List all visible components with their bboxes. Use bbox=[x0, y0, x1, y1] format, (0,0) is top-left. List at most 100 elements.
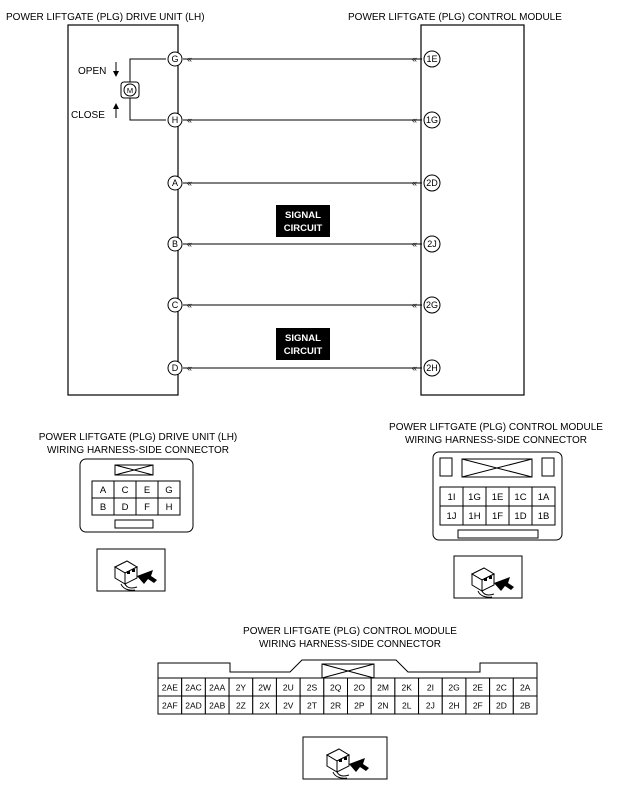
connector-pin-label: 2AC bbox=[185, 683, 202, 693]
wire-left-pin-label: G bbox=[171, 54, 178, 64]
connector-pin-label: 2U bbox=[283, 683, 294, 693]
wire-right-pin-label: 2H bbox=[426, 363, 438, 373]
wire-terminal-left: H bbox=[167, 112, 183, 128]
connector-pin-label: 2G bbox=[448, 683, 459, 693]
connector-pin-cell: 2K bbox=[394, 677, 420, 697]
connector-pin-cell: 2L bbox=[394, 695, 420, 715]
connector-pin-label: 2I bbox=[427, 683, 434, 693]
wire-left-pin-label: H bbox=[172, 115, 179, 125]
module-connector2-title-line2: WIRING HARNESS-SIDE CONNECTOR bbox=[259, 639, 441, 650]
signal-circuit-badge: SIGNAL CIRCUIT bbox=[276, 328, 330, 360]
connector-pin-cell: 1J bbox=[439, 505, 464, 526]
connector-pin-label: H bbox=[166, 502, 173, 513]
connector-pin-cell: 1E bbox=[485, 486, 510, 507]
connector-pin-cell: 2N bbox=[370, 695, 396, 715]
module-connector2-title-line1: POWER LIFTGATE (PLG) CONTROL MODULE bbox=[243, 626, 457, 637]
connector-pin-cell: 2G bbox=[441, 677, 467, 697]
wire-terminal-right: 2J bbox=[423, 235, 441, 253]
connector-pin-cell: 2W bbox=[252, 677, 277, 697]
connector-pin-label: 1C bbox=[514, 492, 526, 503]
connector-pin-label: 2AE bbox=[162, 683, 178, 693]
drive-unit-title: POWER LIFTGATE (PLG) DRIVE UNIT (LH) bbox=[6, 12, 205, 23]
connector-pin-cell: 2AF bbox=[157, 695, 183, 715]
connector-chevron-icon: « bbox=[187, 178, 192, 188]
wire-right-pin-label: 2G bbox=[426, 300, 438, 310]
connector-pin-cell: 2F bbox=[465, 695, 491, 715]
wire-terminal-right: 2G bbox=[423, 296, 441, 314]
wire-terminal-right: 2D bbox=[423, 174, 441, 192]
wire-right-pin-label: 2D bbox=[426, 178, 438, 188]
connector-pin-cell: C bbox=[113, 480, 137, 499]
connector-chevron-icon: « bbox=[187, 115, 192, 125]
connector-chevron-icon: « bbox=[412, 300, 417, 310]
connector-pin-cell: 1H bbox=[462, 505, 487, 526]
connector-pin-cell: 2I bbox=[418, 677, 443, 697]
close-arrow-icon bbox=[113, 103, 119, 118]
connector-pin-label: 2B bbox=[520, 701, 531, 711]
connector-pin-cell: 2AA bbox=[204, 677, 230, 697]
motor-icon: M bbox=[120, 81, 140, 99]
connector-pin-cell: 2J bbox=[418, 695, 443, 715]
connector-pin-label: 1E bbox=[492, 492, 504, 503]
connector-pin-cell: 2C bbox=[489, 677, 514, 697]
connector-pin-cell: 2AB bbox=[204, 695, 230, 715]
svg-text:M: M bbox=[127, 86, 133, 95]
connector-pin-label: 2F bbox=[473, 701, 483, 711]
connector-pin-label: 2S bbox=[307, 683, 318, 693]
connector-pin-label: 2AA bbox=[209, 683, 225, 693]
connector-pin-cell: 2B bbox=[512, 695, 538, 715]
drive-connector-body bbox=[79, 458, 194, 533]
connector-pin-cell: 1C bbox=[508, 486, 533, 507]
connector-pin-cell: 1G bbox=[462, 486, 487, 507]
wire-terminal-left: A bbox=[167, 175, 183, 191]
connector-pin-cell: 2E bbox=[465, 677, 491, 697]
wire-terminal-left: B bbox=[167, 236, 183, 252]
connector-pin-cell: 2P bbox=[347, 695, 372, 715]
svg-text:CIRCUIT: CIRCUIT bbox=[284, 346, 323, 357]
connector-view-icon bbox=[96, 548, 166, 592]
connector-pin-label: 2D bbox=[496, 701, 507, 711]
connector-pin-cell: 2A bbox=[512, 677, 538, 697]
connector-view-icon bbox=[302, 736, 388, 780]
module-connector1-title-line2: WIRING HARNESS-SIDE CONNECTOR bbox=[405, 435, 587, 446]
motor-circuit bbox=[129, 58, 166, 121]
connector-chevron-icon: « bbox=[187, 300, 192, 310]
connector-pin-label: 2Z bbox=[236, 701, 246, 711]
connector-pin-label: 2N bbox=[378, 701, 389, 711]
connector-pin-cell: B bbox=[91, 497, 115, 516]
module-connector1-body bbox=[432, 451, 563, 541]
connector-chevron-icon: « bbox=[187, 54, 192, 64]
connector-pin-label: F bbox=[144, 502, 150, 513]
connector-pin-cell: 2AE bbox=[157, 677, 183, 697]
connector-pin-cell: 2H bbox=[441, 695, 467, 715]
connector-pin-label: A bbox=[100, 485, 107, 496]
control-module-title: POWER LIFTGATE (PLG) CONTROL MODULE bbox=[348, 12, 562, 23]
connector-pin-cell: 2U bbox=[275, 677, 301, 697]
connector-pin-label: B bbox=[100, 502, 106, 513]
connector-pin-cell: 2Y bbox=[228, 677, 254, 697]
connector-pin-label: 1D bbox=[514, 511, 526, 522]
wire-left-pin-label: A bbox=[172, 178, 178, 188]
connector-pin-label: 2K bbox=[402, 683, 413, 693]
drive-unit-box bbox=[67, 24, 179, 396]
connector-pin-label: 2AB bbox=[209, 701, 225, 711]
connector-pin-label: 2W bbox=[258, 683, 271, 693]
connector-pin-cell: 2Q bbox=[323, 677, 348, 697]
connector-pin-label: E bbox=[144, 485, 150, 496]
connector-view-icon bbox=[453, 555, 523, 599]
connector-pin-cell: F bbox=[135, 497, 159, 516]
connector-pin-label: D bbox=[122, 502, 129, 513]
wire-terminal-right: 1E bbox=[423, 50, 441, 68]
close-label: CLOSE bbox=[71, 110, 105, 121]
drive-connector-title-line2: WIRING HARNESS-SIDE CONNECTOR bbox=[47, 445, 229, 456]
connector-pin-cell: 2R bbox=[323, 695, 348, 715]
svg-text:SIGNAL: SIGNAL bbox=[285, 333, 321, 344]
control-module-box bbox=[420, 24, 525, 396]
open-label: OPEN bbox=[78, 66, 106, 77]
connector-pin-label: 2J bbox=[426, 701, 435, 711]
